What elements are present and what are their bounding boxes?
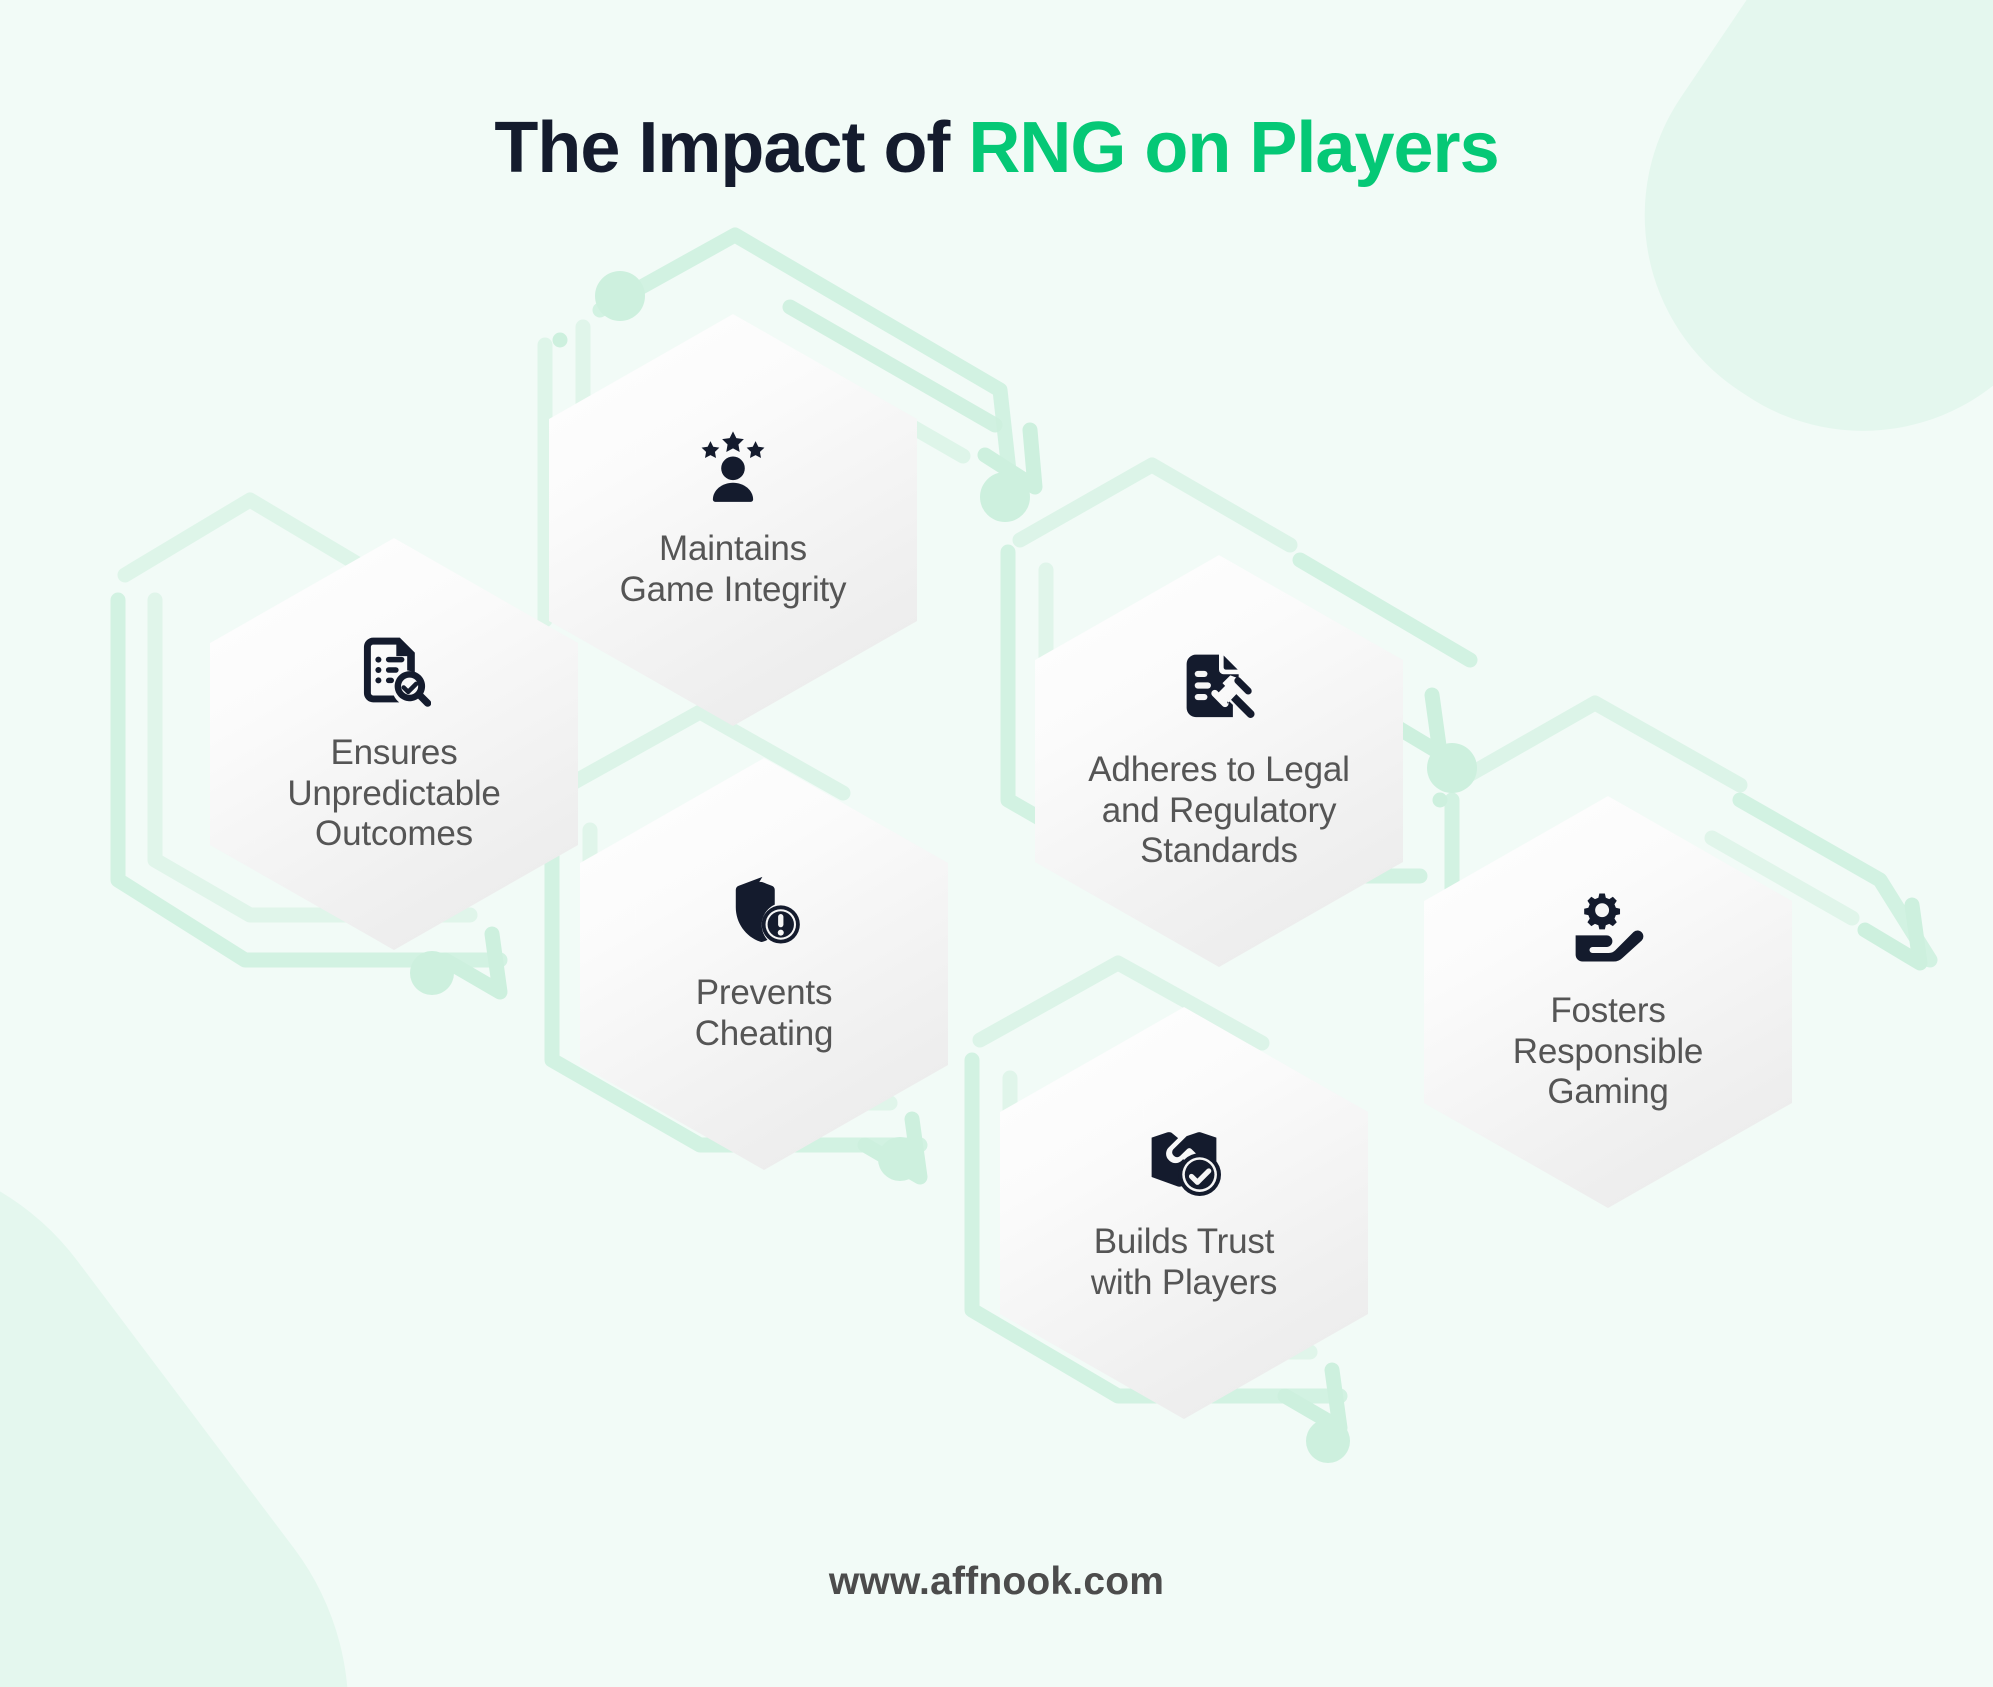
hex-label: Prevents Cheating (694, 973, 834, 1053)
hex-label: Fosters Responsible Gaming (1512, 991, 1704, 1112)
page-title-accent: RNG on Players (968, 108, 1499, 188)
hand-gear-icon (1571, 891, 1645, 965)
hex-card-prevents-cheating[interactable]: Prevents Cheating (580, 758, 948, 1170)
handshake-check-icon (1147, 1122, 1221, 1197)
hex-card-builds-trust-with-players[interactable]: Builds Trust with Players (1000, 1007, 1368, 1419)
person-three-stars-icon (696, 429, 770, 503)
document-gavel-icon (1182, 650, 1256, 724)
document-search-check-icon (357, 633, 431, 707)
shield-alert-icon (727, 873, 801, 947)
page-title: The Impact of RNG on Players (0, 107, 1993, 189)
hex-card-fosters-responsible-gaming[interactable]: Fosters Responsible Gaming (1424, 796, 1792, 1208)
hex-label: Ensures Unpredictable Outcomes (287, 733, 501, 854)
hex-label: Adheres to Legal and Regulatory Standard… (1088, 750, 1350, 871)
hex-card-adheres-legal-regulatory[interactable]: Adheres to Legal and Regulatory Standard… (1035, 555, 1403, 967)
hex-label: Builds Trust with Players (1090, 1222, 1278, 1302)
hex-card-ensures-unpredictable-outcomes[interactable]: Ensures Unpredictable Outcomes (210, 538, 578, 950)
page-title-prefix: The Impact of (494, 108, 969, 188)
hex-label: Maintains Game Integrity (619, 529, 847, 609)
footer-url: www.affnook.com (828, 1560, 1165, 1603)
hex-card-maintains-game-integrity[interactable]: Maintains Game Integrity (549, 314, 917, 726)
